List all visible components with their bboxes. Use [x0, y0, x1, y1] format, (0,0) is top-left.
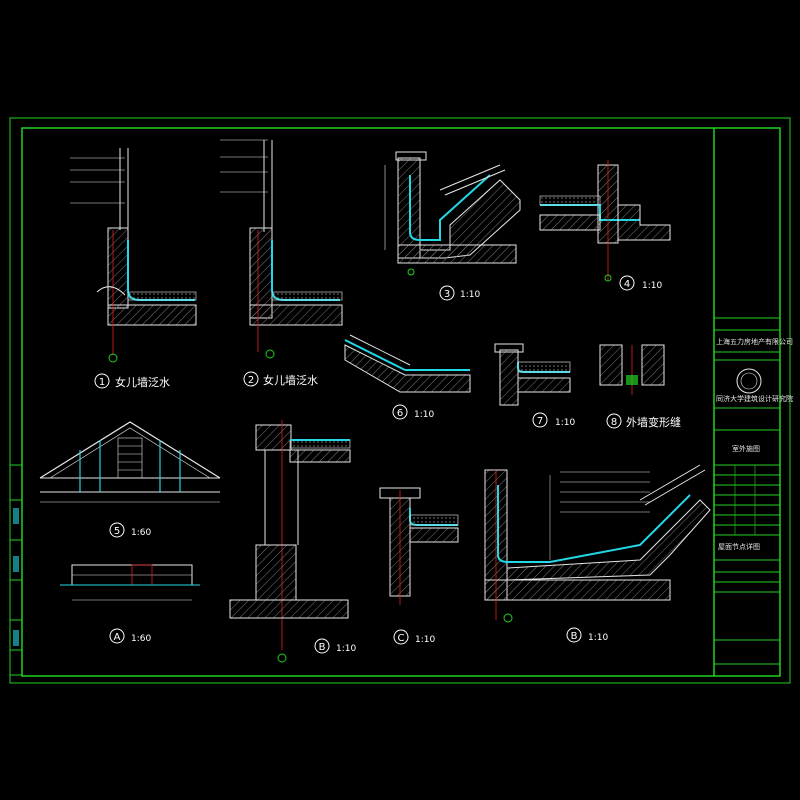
- title-block: 上海五力房地产有限公司 同济大学建筑设计研究院 室外施图 屋面节点详图: [713, 128, 793, 676]
- svg-text:1:60: 1:60: [131, 528, 151, 538]
- detail-1-drawing: [70, 148, 197, 363]
- svg-text:6: 6: [397, 408, 403, 419]
- title-block-drawing-type: 室外施图: [732, 444, 760, 453]
- svg-text:B: B: [571, 631, 578, 642]
- detail-label-C: C 1:10: [393, 629, 435, 645]
- detail-label-B1: B 1:10: [314, 638, 356, 654]
- outer-frame: [9, 117, 791, 684]
- detail-label-8: 8 外墙变形缝: [606, 413, 681, 429]
- detail-label-7: 7 1:10: [532, 412, 575, 428]
- svg-text:1:60: 1:60: [131, 634, 151, 644]
- left-stamp-strip: [9, 464, 23, 676]
- detail-4-drawing: [539, 160, 671, 282]
- svg-text:1: 1: [99, 377, 105, 388]
- svg-text:1:10: 1:10: [555, 418, 575, 428]
- detail-label-5: 5 1:60: [109, 522, 151, 538]
- detail-3-drawing: [384, 151, 521, 276]
- institute-seal-icon: [736, 368, 762, 394]
- svg-text:1:10: 1:10: [460, 290, 480, 300]
- detail-8-drawing: [599, 344, 665, 395]
- detail-5-drawing: [39, 421, 221, 503]
- detail-7-drawing: [494, 343, 571, 406]
- detail-label-B2: B 1:10: [566, 627, 608, 643]
- svg-text:C: C: [398, 633, 405, 644]
- svg-text:1:10: 1:10: [588, 633, 608, 643]
- detail-C-drawing: [379, 487, 459, 605]
- svg-text:1:10: 1:10: [415, 635, 435, 645]
- title-block-drawing-name: 屋面节点详图: [718, 542, 760, 551]
- detail-A-drawing: [60, 564, 200, 601]
- detail-label-2: 2 女儿墙泛水: [243, 371, 318, 387]
- svg-text:女儿墙泛水: 女儿墙泛水: [115, 375, 170, 389]
- title-block-institute: 同济大学建筑设计研究院: [716, 394, 793, 403]
- svg-text:3: 3: [444, 289, 450, 300]
- svg-text:1:10: 1:10: [642, 281, 662, 291]
- svg-text:2: 2: [248, 375, 254, 386]
- svg-text:1:10: 1:10: [414, 410, 434, 420]
- svg-text:B: B: [319, 642, 326, 653]
- detail-B2-drawing: [484, 464, 711, 623]
- svg-text:女儿墙泛水: 女儿墙泛水: [263, 373, 318, 387]
- detail-2-drawing: [220, 139, 343, 359]
- svg-text:1:10: 1:10: [336, 644, 356, 654]
- detail-label-6: 6 1:10: [392, 404, 434, 420]
- svg-text:8: 8: [611, 417, 617, 428]
- inner-frame: [21, 127, 781, 677]
- detail-label-1: 1 女儿墙泛水: [94, 373, 170, 389]
- detail-label-A: A 1:60: [109, 628, 151, 644]
- detail-label-3: 3 1:10: [439, 285, 480, 301]
- detail-label-4: 4 1:10: [619, 275, 662, 291]
- svg-text:4: 4: [624, 279, 630, 290]
- svg-text:外墙变形缝: 外墙变形缝: [626, 415, 681, 429]
- svg-text:A: A: [114, 632, 121, 643]
- detail-B1-drawing: [229, 420, 351, 663]
- detail-6-drawing: [344, 334, 471, 393]
- svg-text:7: 7: [537, 416, 543, 427]
- title-block-company: 上海五力房地产有限公司: [716, 337, 793, 346]
- svg-text:5: 5: [114, 526, 120, 537]
